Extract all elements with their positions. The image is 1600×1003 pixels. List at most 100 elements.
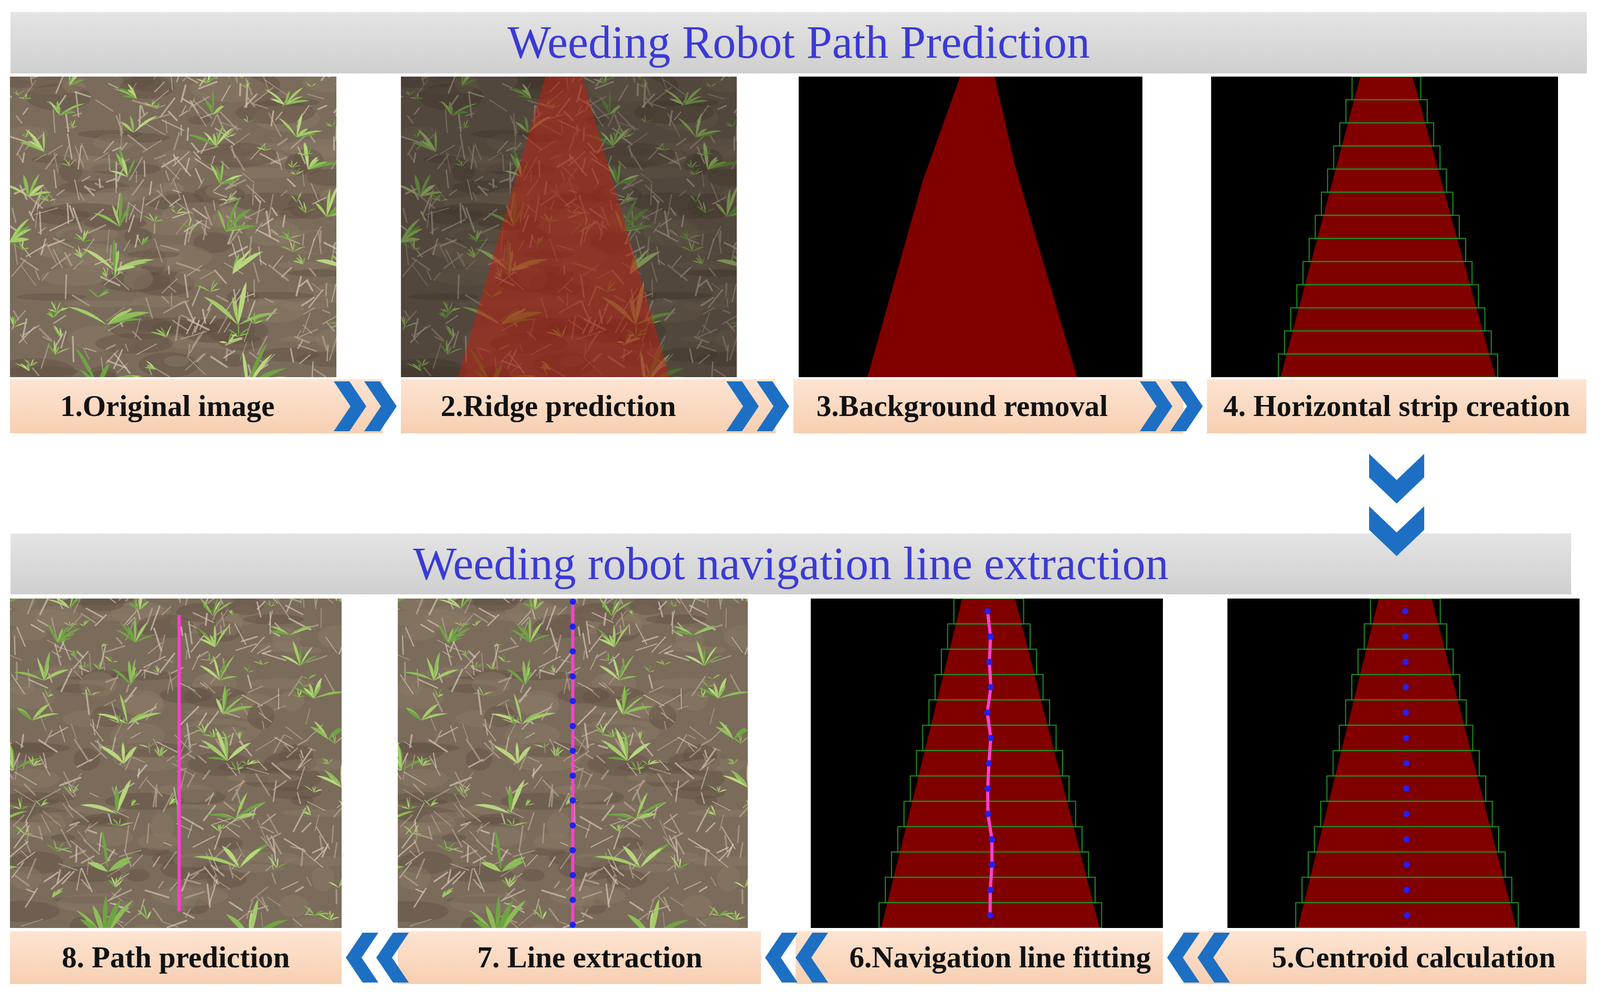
corn-leaf <box>306 84 312 88</box>
step-panel: 2.Ridge prediction <box>400 76 776 434</box>
corn-leaf <box>143 102 152 107</box>
straw <box>132 179 144 195</box>
straw <box>48 239 65 246</box>
corn-leaf <box>334 83 337 91</box>
straw <box>248 365 251 374</box>
straw <box>196 353 206 363</box>
soil-patch <box>716 865 740 892</box>
straw <box>287 179 295 187</box>
corn-leaf <box>72 119 76 130</box>
corn-leaf <box>18 90 25 97</box>
straw <box>298 345 316 352</box>
corn-leaf <box>290 195 298 203</box>
straw <box>128 135 147 151</box>
corn-leaf <box>296 128 309 138</box>
straw <box>210 316 216 324</box>
straw <box>57 189 65 196</box>
soil-patch <box>94 333 173 354</box>
corn-leaf <box>48 100 60 116</box>
straw <box>214 270 227 284</box>
step-image <box>9 76 337 378</box>
straw <box>308 239 315 260</box>
corn-leaf <box>216 124 225 147</box>
straw <box>325 283 328 297</box>
corn-leaf <box>270 98 286 105</box>
straw <box>12 208 16 223</box>
horizontal-strip <box>1302 261 1472 285</box>
soil-patch <box>686 809 748 818</box>
straw <box>54 170 57 188</box>
section-title: Weeding robot navigation line extraction <box>412 538 1169 590</box>
soil-patch <box>123 267 154 290</box>
straw <box>269 265 289 281</box>
corn-leaf <box>238 76 243 79</box>
horizontal-strip <box>1320 801 1493 828</box>
corn-leaf <box>232 248 253 275</box>
straw <box>138 112 147 121</box>
soil-patch <box>530 924 556 929</box>
corn-leaf <box>195 79 208 84</box>
straw <box>271 111 274 126</box>
corn-leaf <box>83 239 94 242</box>
corn-leaf <box>242 351 248 378</box>
straw <box>307 281 313 291</box>
corn-leaf <box>213 106 224 115</box>
corn-leaf <box>168 204 177 215</box>
straw <box>276 112 283 121</box>
corn-leaf <box>240 83 247 89</box>
soil-patch <box>198 142 278 168</box>
corn-leaf <box>227 338 245 344</box>
straw <box>335 94 337 116</box>
section-title: Weeding Robot Path Prediction <box>507 17 1090 69</box>
corn-leaf <box>238 333 250 337</box>
straw <box>256 229 280 242</box>
straw <box>322 310 330 313</box>
corn-leaf <box>133 115 158 134</box>
corn-leaf <box>225 208 253 232</box>
straw <box>85 348 97 353</box>
straw <box>153 223 156 233</box>
straw <box>16 143 24 155</box>
straw <box>85 187 96 191</box>
soil-patch <box>245 219 300 247</box>
straw <box>145 195 161 206</box>
corn-leaf <box>83 229 90 241</box>
straw <box>185 354 204 370</box>
corn-leaf <box>143 216 155 223</box>
centroid-dot <box>987 684 994 691</box>
straw <box>268 194 273 220</box>
corn-leaf <box>114 265 136 271</box>
soil <box>9 76 337 378</box>
straw <box>280 190 288 196</box>
step-image <box>810 598 1163 929</box>
straw <box>224 322 231 333</box>
horizontal-strip <box>1358 649 1454 675</box>
centroid-dot <box>988 836 995 843</box>
straw <box>308 94 325 100</box>
straw <box>149 182 152 195</box>
straw <box>224 351 235 358</box>
corn-leaf <box>25 94 29 100</box>
corn-leaf <box>67 161 70 167</box>
straw <box>153 76 158 80</box>
straw <box>298 329 318 338</box>
step-label: 6.Navigation line fitting <box>849 941 1152 975</box>
soil-patch <box>302 76 337 93</box>
corn-leaf <box>110 269 115 277</box>
straw <box>141 106 145 116</box>
straw <box>23 319 27 337</box>
corn-leaf <box>17 240 23 251</box>
step-panel: 1.Original image <box>9 76 383 434</box>
corn-leaf <box>238 327 251 337</box>
straw <box>251 341 254 351</box>
soil-patch <box>278 207 312 220</box>
corn-leaf <box>15 90 19 96</box>
step-image <box>400 76 737 378</box>
straw <box>74 179 79 200</box>
soil-patch <box>520 869 545 883</box>
background <box>1211 76 1559 378</box>
straw <box>139 105 141 127</box>
straw <box>107 229 110 253</box>
corn-leaf <box>278 118 297 138</box>
corn-leaf <box>9 243 23 251</box>
